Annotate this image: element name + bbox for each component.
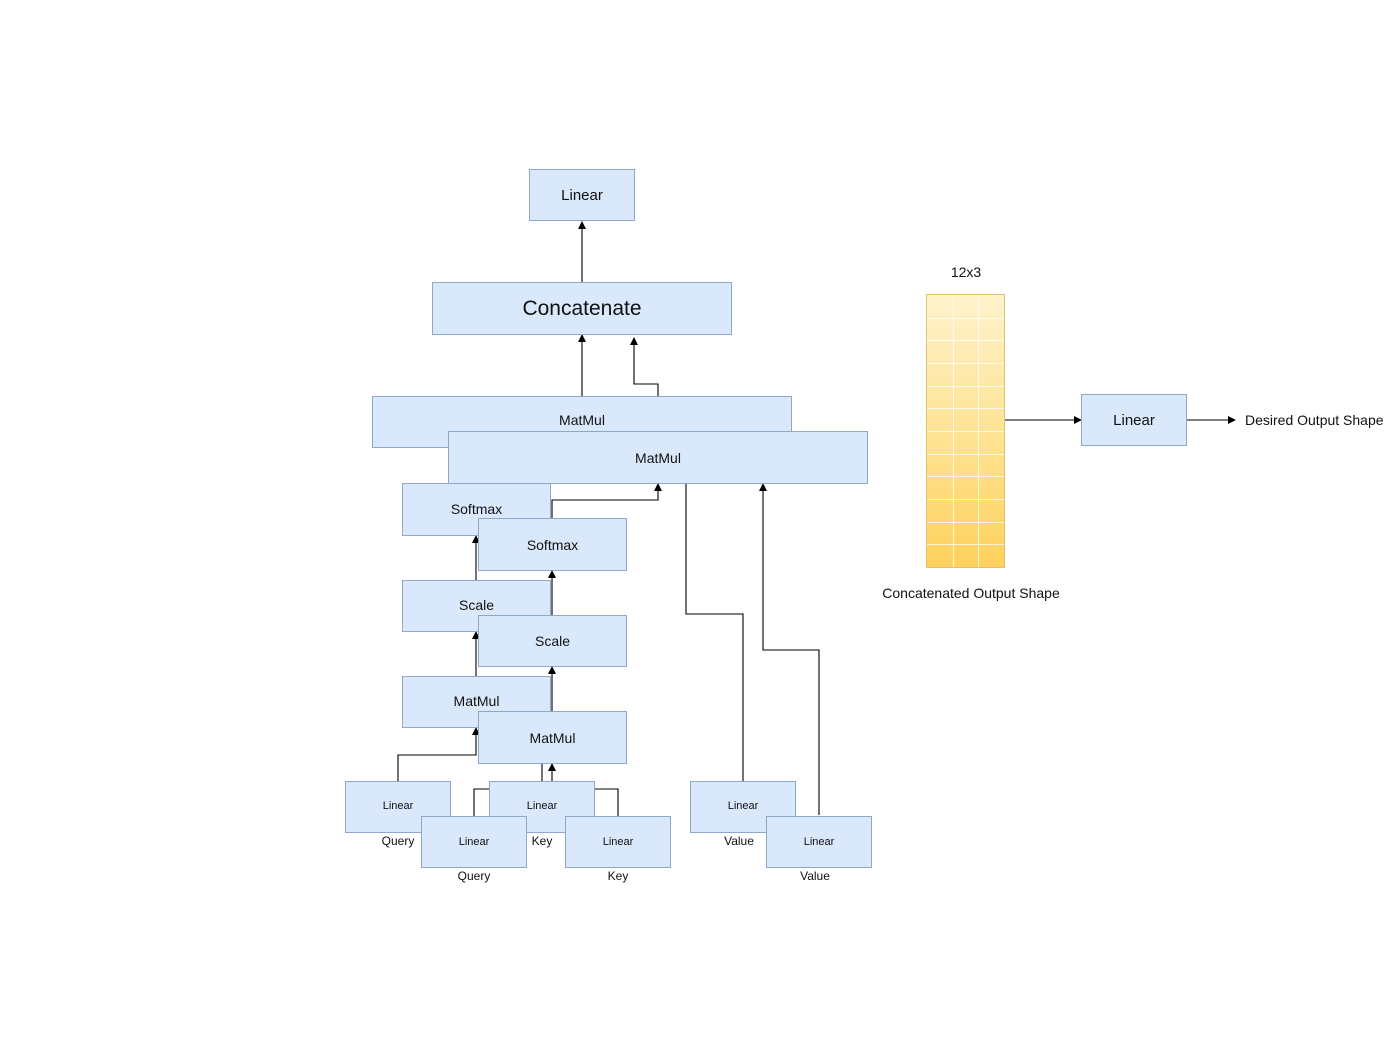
- grid-row-line: [927, 499, 1004, 500]
- arrow-value-front-to-matmul: [759, 483, 820, 815]
- grid-row-line: [927, 340, 1004, 342]
- label-value-front: Value: [800, 869, 830, 883]
- grid-row-line: [927, 476, 1004, 478]
- linear-key-back-label: Linear: [526, 800, 558, 812]
- arrow-query-back-to-qkmatmul-back: [397, 727, 480, 781]
- line-value-back-to-matmul: [685, 484, 744, 781]
- scale-front-node: Scale: [478, 615, 627, 667]
- softmax-back-label: Softmax: [450, 501, 503, 517]
- linear-key-front-node: Linear: [565, 816, 671, 868]
- grid-row-line: [927, 431, 1004, 432]
- grid-row-line: [927, 385, 1004, 387]
- label-query-front: Query: [457, 869, 491, 883]
- linear-value-front-node: Linear: [766, 816, 872, 868]
- linear-query-front-node: Linear: [421, 816, 527, 868]
- grid-row-line: [927, 521, 1004, 523]
- label-value-back: Value: [724, 834, 754, 848]
- softmax-front-node: Softmax: [478, 518, 627, 571]
- label-key-back: Key: [531, 834, 553, 848]
- matmul-front-node: MatMul: [448, 431, 868, 484]
- grid-row-line: [927, 453, 1004, 455]
- concatenate-node: Concatenate: [432, 282, 732, 335]
- concatenated-output-grid: [926, 294, 1005, 568]
- grid-row-line: [927, 317, 1004, 319]
- label-query-back: Query: [381, 834, 415, 848]
- arrow-softmax-front-to-matmul: [551, 483, 662, 518]
- top-linear-node: Linear: [529, 169, 635, 221]
- output-linear-node: Linear: [1081, 394, 1187, 446]
- qk-matmul-front-node: MatMul: [478, 711, 627, 764]
- grid-row-line: [927, 408, 1004, 410]
- output-shape-title: 12x3: [950, 264, 982, 280]
- linear-query-back-label: Linear: [382, 800, 414, 812]
- grid-row-line: [927, 363, 1004, 364]
- qk-matmul-back-label: MatMul: [453, 693, 500, 709]
- grid-row-line: [927, 544, 1004, 546]
- label-key-front: Key: [607, 869, 629, 883]
- desired-output-label: Desired Output Shape: [1245, 412, 1384, 428]
- scale-back-label: Scale: [458, 597, 495, 613]
- output-shape-caption: Concatenated Output Shape: [882, 585, 1060, 601]
- linear-value-back-label: Linear: [727, 800, 759, 812]
- matmul-back-label: MatMul: [559, 412, 605, 428]
